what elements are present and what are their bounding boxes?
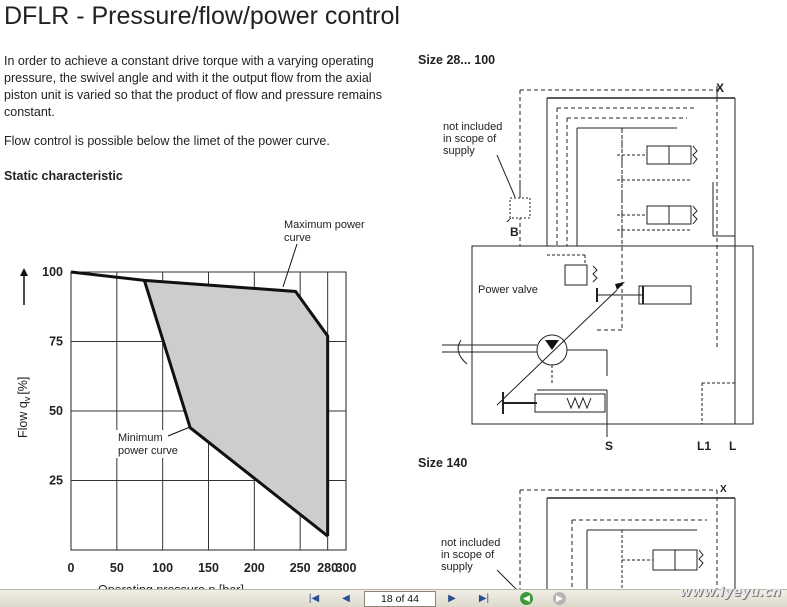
x-tick-label: 300 bbox=[336, 561, 357, 575]
x-tick-label: 200 bbox=[244, 561, 265, 575]
port-l1-label: L1 bbox=[697, 439, 711, 453]
prev-page-icon[interactable]: ◀ bbox=[342, 593, 350, 604]
max-curve-annotation-line2: curve bbox=[284, 232, 311, 244]
port-l-label: L bbox=[729, 439, 736, 453]
max-curve-annotation-line1: Maximum power bbox=[284, 219, 365, 231]
y-tick-label: 25 bbox=[49, 474, 63, 488]
x-tick-label: 0 bbox=[68, 561, 75, 575]
power-band-area bbox=[144, 280, 328, 537]
x-tick-label: 100 bbox=[152, 561, 173, 575]
y-tick-labels: 25 50 75 100 bbox=[42, 265, 63, 488]
x-tick-label: 50 bbox=[110, 561, 124, 575]
watermark-text: www.iyeyu.cn bbox=[679, 585, 781, 600]
first-page-icon[interactable]: |◀ bbox=[308, 593, 320, 604]
svg-text:X: X bbox=[720, 484, 727, 495]
back-icon[interactable]: ◀ bbox=[520, 592, 533, 605]
max-power-curve-line bbox=[70, 270, 330, 537]
min-curve-annotation-line1: Minimum bbox=[118, 432, 163, 444]
y-axis-label: Flow qv[%] bbox=[16, 377, 32, 438]
port-s-label: S bbox=[605, 439, 613, 453]
min-curve-annotation-line2: power curve bbox=[118, 445, 178, 457]
size-28-100-label: Size 28... 100 bbox=[418, 53, 496, 67]
y-tick-label: 50 bbox=[49, 404, 63, 418]
next-page-icon[interactable]: ▶ bbox=[448, 593, 456, 604]
min-curve-leader bbox=[167, 426, 191, 437]
x-tick-label: 150 bbox=[198, 561, 219, 575]
port-b-label: B bbox=[510, 225, 519, 239]
last-page-icon[interactable]: ▶| bbox=[478, 593, 490, 604]
size-140-label: Size 140 bbox=[418, 456, 468, 470]
max-curve-leader bbox=[282, 243, 298, 288]
port-x-label: X bbox=[716, 81, 724, 95]
page-number-input[interactable]: 18 of 44 bbox=[364, 591, 436, 607]
min-power-curve-line bbox=[142, 279, 329, 538]
intro-paragraph: In order to achieve a constant drive tor… bbox=[4, 54, 382, 119]
flow-control-note: Flow control is possible below the limet… bbox=[4, 134, 330, 148]
static-characteristic-heading: Static characteristic bbox=[4, 169, 123, 183]
y-tick-label: 100 bbox=[42, 265, 63, 279]
viewer-toolbar: |◀ ◀ 18 of 44 ▶ ▶| ◀ ▶ bbox=[0, 589, 787, 607]
power-valve-label: Power valve bbox=[478, 284, 538, 296]
x-tick-label: 280 bbox=[317, 561, 338, 575]
forward-icon[interactable]: ▶ bbox=[553, 592, 566, 605]
x-tick-label: 250 bbox=[290, 561, 311, 575]
y-axis-arrowhead bbox=[20, 268, 28, 276]
page-title: DFLR - Pressure/flow/power control bbox=[4, 2, 400, 30]
y-tick-label: 75 bbox=[49, 335, 63, 349]
